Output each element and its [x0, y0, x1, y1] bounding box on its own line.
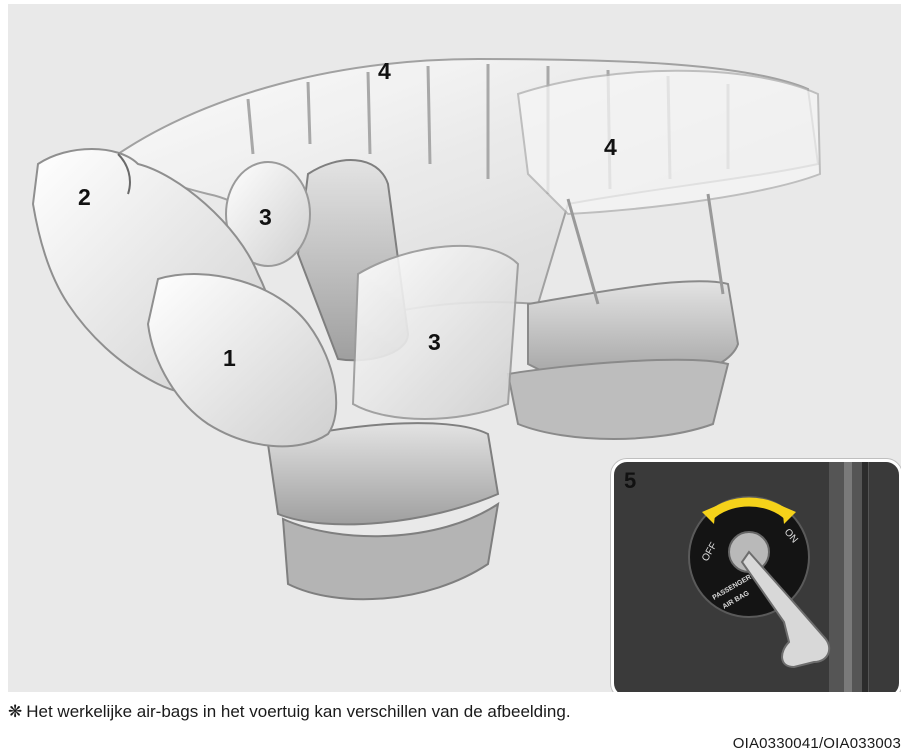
inset-badge: 5	[624, 470, 646, 492]
switch-illustration: OFF ON PASSENGER AIR BAG	[614, 462, 899, 692]
passenger-airbag-switch-inset: 5 OFF ON PASSENGER AIR BAG	[611, 459, 901, 692]
caption-text: Het werkelijke air-bags in het voertuig …	[26, 702, 570, 721]
callout-driver-airbag: 1	[223, 345, 236, 372]
airbag-illustration-panel: 4 4 2 3 3 1 5 OFF ON PASSENGER AIR BAG	[8, 4, 901, 692]
figure-caption: ❋Het werkelijke air-bags in het voertuig…	[8, 702, 571, 722]
callout-curtain-airbag-front: 4	[378, 58, 391, 85]
callout-passenger-front-airbag: 2	[78, 184, 91, 211]
figure-code: OIA0330041/OIA033003	[733, 735, 901, 752]
callout-curtain-airbag-rear: 4	[604, 134, 617, 161]
callout-side-airbag-seat: 3	[428, 329, 441, 356]
note-mark-icon: ❋	[8, 702, 22, 721]
callout-side-airbag-front: 3	[259, 204, 272, 231]
